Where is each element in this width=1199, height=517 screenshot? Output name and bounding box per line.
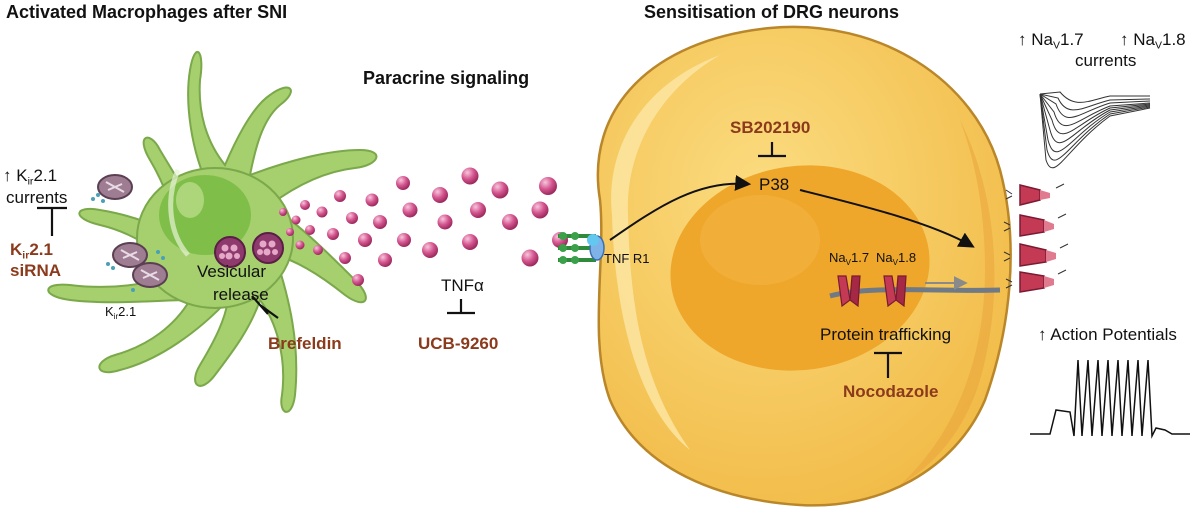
inhibit-kir [37,206,67,236]
action-potentials-label: ↑ Action Potentials [1038,325,1177,344]
nav17-channel [837,275,861,308]
action-potential-trace [1030,359,1190,439]
macrophage-highlight [176,182,204,218]
nav18-label: NaV1.8 [876,250,917,267]
kir-currents-label: ↑ Kir2.1 [3,166,58,188]
kir-sirna-label: Kir2.1 [10,240,53,262]
kir-channel-label: Kir2.1 [105,304,137,321]
tnf-receptor [558,232,605,264]
sodium-current-traces [1039,91,1151,169]
inhibition-symbols [37,142,902,378]
inhibit-tnf [447,299,475,315]
macrophage [47,50,378,413]
tnf-vesicles [279,167,568,286]
inhibit-noco [874,351,902,378]
heading-drg: Sensitisation of DRG neurons [644,2,900,22]
kir-channel-upper [97,174,133,200]
brefeldin-label: Brefeldin [268,334,342,353]
ucb-9260-label: UCB-9260 [418,334,499,353]
arrow-receptor-to-p38 [609,174,752,241]
nav17-currents-up-label: ↑ NaV1.7 [1018,30,1084,52]
inhibit-sb [758,142,786,158]
nav18-channel [883,275,907,308]
kir-sirna-line2: siRNA [10,261,62,280]
p38-label: P38 [759,175,790,194]
kir-channel-middle [112,242,148,268]
protein-trafficking-label: Protein trafficking [820,325,952,344]
kir-currents-line2: currents [6,188,68,207]
arrow-p38-to-membrane [799,189,975,248]
tnf-r1-label: TNF R1 [604,251,650,266]
sb202190-label: SB202190 [730,118,811,137]
heading-paracrine: Paracrine signaling [363,68,530,88]
secretory-vesicle-1 [214,236,246,268]
heading-macrophages: Activated Macrophages after SNI [6,2,288,22]
kir-channel-lower [132,262,168,288]
vesicular-release-line1: Vesicular [197,262,266,281]
inhibit-brefeldin [251,295,279,319]
nocodazole-label: Nocodazole [843,382,939,401]
nav17-label: NaV1.7 [829,250,870,267]
nav18-currents-up-label: ↑ NaV1.8 [1120,30,1186,52]
membrane-nav-channels [1003,183,1069,293]
tnf-alpha-label: TNFα [441,276,484,295]
drg-neuron [558,25,1069,507]
secretory-vesicle-2 [252,232,284,264]
vesicular-release-line2: release [213,285,269,304]
currents-label: currents [1075,51,1137,70]
